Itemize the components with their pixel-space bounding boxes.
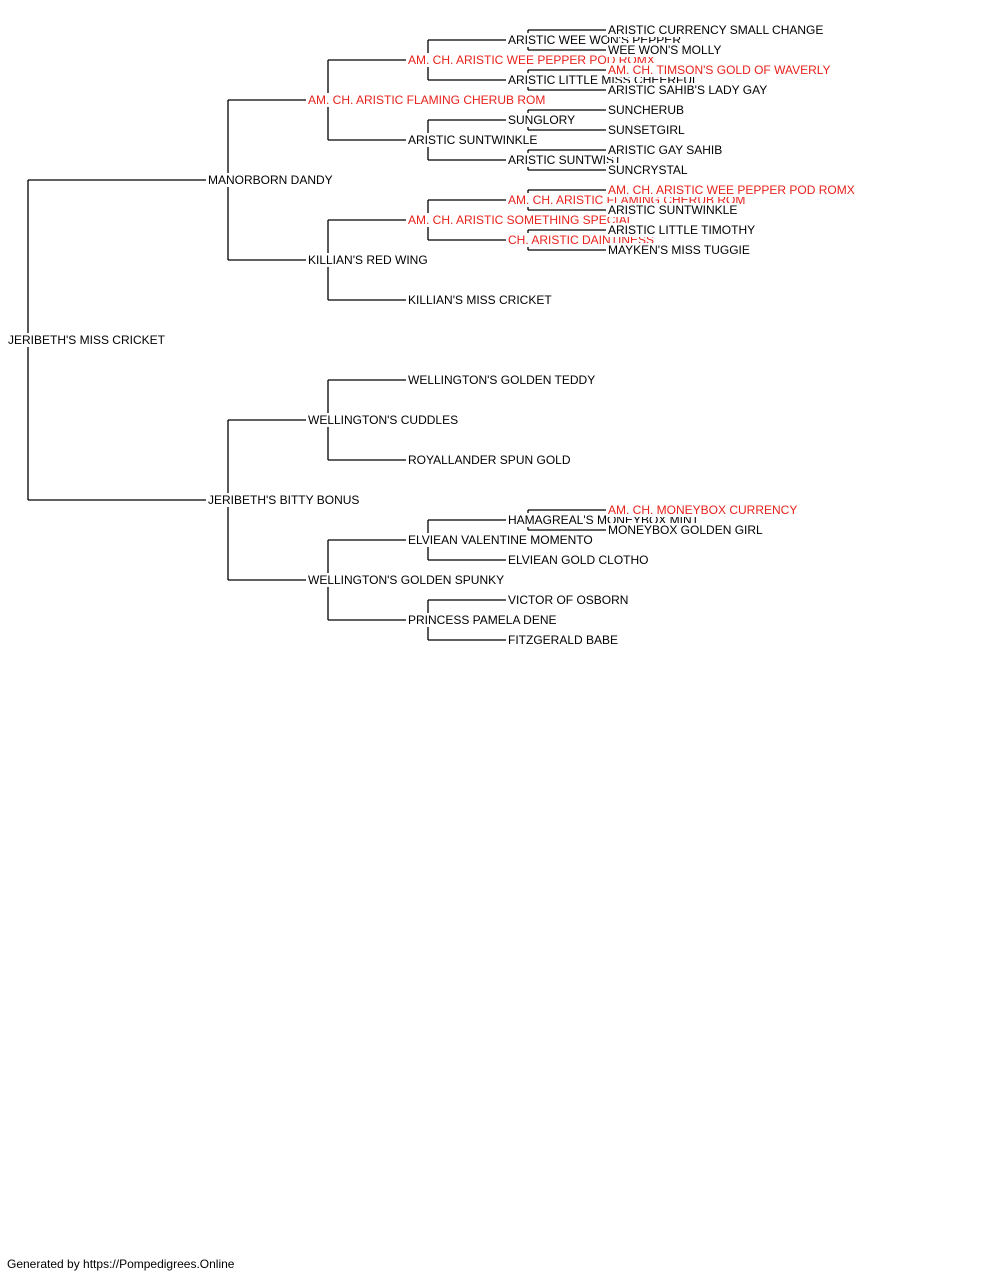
dog-name-aristic-suntwist: ARISTIC SUNTWIST [507, 153, 623, 167]
dog-name-aristic-suntwinkle: ARISTIC SUNTWINKLE [407, 133, 539, 147]
dog-name-elviean-gold-clotho: ELVIEAN GOLD CLOTHO [507, 553, 650, 567]
dog-name-princess-pamela-dene: PRINCESS PAMELA DENE [407, 613, 558, 627]
dog-name-victor-of-osborn: VICTOR OF OSBORN [507, 593, 630, 607]
dog-name-royallander-spun-gold: ROYALLANDER SPUN GOLD [407, 453, 572, 467]
dog-name-sunglory: SUNGLORY [507, 113, 577, 127]
dog-name-mayken-s-miss-tuggie: MAYKEN'S MISS TUGGIE [607, 243, 751, 257]
dog-name-jeribeth-s-bitty-bonus: JERIBETH'S BITTY BONUS [207, 493, 361, 507]
dog-name-wellington-s-cuddles: WELLINGTON'S CUDDLES [307, 413, 460, 427]
dog-name-fitzgerald-babe: FITZGERALD BABE [507, 633, 620, 647]
dog-name-killian-s-miss-cricket: KILLIAN'S MISS CRICKET [407, 293, 553, 307]
dog-name-manorborn-dandy: MANORBORN DANDY [207, 173, 334, 187]
dog-name-aristic-little-timothy: ARISTIC LITTLE TIMOTHY [607, 223, 757, 237]
dog-name-am-ch-aristic-wee-pepper-pod-romx: AM. CH. ARISTIC WEE PEPPER POD ROMX [407, 53, 656, 67]
dog-name-elviean-valentine-momento: ELVIEAN VALENTINE MOMENTO [407, 533, 594, 547]
dog-name-aristic-sahib-s-lady-gay: ARISTIC SAHIB'S LADY GAY [607, 83, 769, 97]
dog-name-am-ch-aristic-wee-pepper-pod-romx: AM. CH. ARISTIC WEE PEPPER POD ROMX [607, 183, 856, 197]
dog-name-aristic-currency-small-change: ARISTIC CURRENCY SMALL CHANGE [607, 23, 825, 37]
dog-name-am-ch-moneybox-currency: AM. CH. MONEYBOX CURRENCY [607, 503, 799, 517]
dog-name-wee-won-s-molly: WEE WON'S MOLLY [607, 43, 723, 57]
dog-name-jeribeth-s-miss-cricket: JERIBETH'S MISS CRICKET [7, 333, 166, 347]
generator-credit: Generated by https://Pompedigrees.Online [7, 1257, 235, 1271]
dog-name-suncrystal: SUNCRYSTAL [607, 163, 689, 177]
dog-name-wellington-s-golden-spunky: WELLINGTON'S GOLDEN SPUNKY [307, 573, 506, 587]
dog-name-suncherub: SUNCHERUB [607, 103, 686, 117]
dog-name-aristic-gay-sahib: ARISTIC GAY SAHIB [607, 143, 724, 157]
dog-name-am-ch-aristic-flaming-cherub-rom: AM. CH. ARISTIC FLAMING CHERUB ROM [307, 93, 547, 107]
dog-name-killian-s-red-wing: KILLIAN'S RED WING [307, 253, 429, 267]
dog-name-sunsetgirl: SUNSETGIRL [607, 123, 686, 137]
dog-name-am-ch-timson-s-gold-of-waverly: AM. CH. TIMSON'S GOLD OF WAVERLY [607, 63, 832, 77]
dog-name-am-ch-aristic-something-special: AM. CH. ARISTIC SOMETHING SPECIAL [407, 213, 635, 227]
dog-name-moneybox-golden-girl: MONEYBOX GOLDEN GIRL [607, 523, 764, 537]
dog-name-wellington-s-golden-teddy: WELLINGTON'S GOLDEN TEDDY [407, 373, 597, 387]
dog-name-aristic-suntwinkle: ARISTIC SUNTWINKLE [607, 203, 739, 217]
